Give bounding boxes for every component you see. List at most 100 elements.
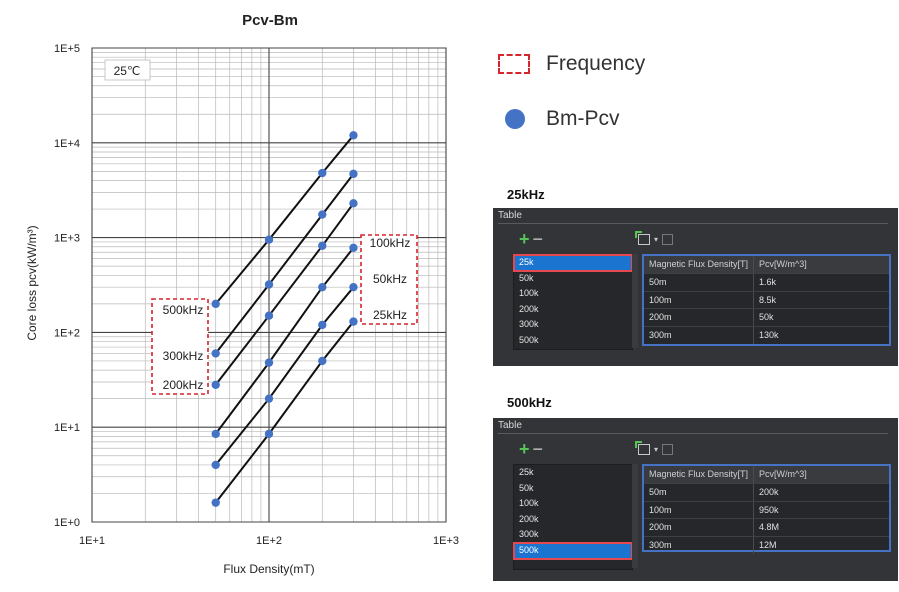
y-tick-label: 1E+0 <box>54 517 80 529</box>
table-row[interactable]: 50m 1.6k <box>644 273 889 292</box>
add-frequency-button[interactable]: + <box>519 229 530 249</box>
frequency-item-300k[interactable]: 300k <box>519 529 539 540</box>
series-line-50kHz <box>214 286 355 466</box>
y-tick-label: 1E+4 <box>54 138 80 150</box>
y-axis-label: Core loss pcv(kW/m³) <box>25 225 39 340</box>
remove-frequency-button[interactable]: − <box>532 439 544 459</box>
data-point-300kHz <box>264 280 274 289</box>
legend-dashed-box-icon <box>498 54 530 74</box>
table-row[interactable]: 200m 50k <box>644 309 889 328</box>
cell-pcv[interactable]: 200k <box>759 486 779 497</box>
panel-divider <box>498 223 888 224</box>
table-row[interactable]: 100m 950k <box>644 501 889 520</box>
table-row[interactable]: 100m 8.5k <box>644 291 889 310</box>
cell-flux-density[interactable]: 300m <box>644 537 754 554</box>
frequency-item-300k[interactable]: 300k <box>519 319 539 330</box>
cell-pcv[interactable]: 12M <box>759 540 777 551</box>
delete-row-icon[interactable] <box>662 234 674 245</box>
frequency-list: 25k 50k 100k 200k 300k 500k <box>513 254 633 350</box>
temperature-label: 25℃ <box>114 64 141 78</box>
table-row[interactable]: 200m 4.8M <box>644 519 889 538</box>
cell-flux-density[interactable]: 200m <box>644 519 754 537</box>
series-layer <box>211 131 358 507</box>
cell-pcv[interactable]: 4.8M <box>759 522 780 533</box>
section-title-500k: 500kHz <box>507 395 552 410</box>
add-row-icon[interactable] <box>635 441 650 455</box>
column-header-flux-density[interactable]: Magnetic Flux Density[T] <box>644 256 754 273</box>
x-tick-label: 1E+3 <box>433 535 459 547</box>
table-row[interactable]: 50m 200k <box>644 483 889 502</box>
legend-points-label: Bm-Pcv <box>546 107 620 130</box>
column-header-pcv[interactable]: Pcv[W/m^3] <box>759 259 807 269</box>
legend-blue-dot-icon <box>505 109 525 129</box>
data-point-25kHz <box>264 429 274 439</box>
data-point-25kHz <box>211 498 220 507</box>
panel-divider <box>498 433 888 434</box>
data-point-100kHz <box>318 282 327 292</box>
remove-frequency-button[interactable]: − <box>532 229 544 249</box>
cell-flux-density[interactable]: 300m <box>644 327 754 344</box>
panel-title: Table <box>498 210 522 221</box>
chevron-down-icon[interactable]: ▾ <box>654 445 659 454</box>
data-point-500kHz <box>318 168 327 178</box>
data-point-500kHz <box>264 235 274 244</box>
cell-flux-density[interactable]: 200m <box>644 309 754 327</box>
data-point-50kHz <box>318 320 327 330</box>
cell-pcv[interactable]: 8.5k <box>759 294 777 305</box>
cell-pcv[interactable]: 1.6k <box>759 276 777 287</box>
annotation-box-left <box>151 298 209 395</box>
x-tick-label: 1E+1 <box>79 535 105 547</box>
annotation-box-right <box>360 234 418 325</box>
pane-splitter[interactable] <box>632 254 638 348</box>
cell-pcv[interactable]: 50k <box>759 312 774 323</box>
data-point-200kHz <box>349 199 358 208</box>
chevron-down-icon[interactable]: ▾ <box>654 235 659 244</box>
cell-flux-density[interactable]: 100m <box>644 291 754 309</box>
table-header: Magnetic Flux Density[T] Pcv[W/m^3] <box>644 256 889 274</box>
cell-flux-density[interactable]: 50m <box>644 273 754 291</box>
column-header-pcv[interactable]: Pcv[W/m^3] <box>759 469 807 479</box>
data-point-50kHz <box>211 460 220 470</box>
data-table: Magnetic Flux Density[T] Pcv[W/m^3] 50m … <box>642 464 891 554</box>
series-line-100kHz <box>214 247 355 435</box>
cell-pcv[interactable]: 950k <box>759 504 779 515</box>
table-row[interactable]: 300m 12M <box>644 537 889 554</box>
frequency-item-50k[interactable]: 50k <box>519 272 534 283</box>
frequency-item-500k[interactable]: 500k <box>513 541 633 560</box>
series-line-500kHz <box>214 134 355 305</box>
y-tick-label: 1E+3 <box>54 233 80 245</box>
legend-points: Bm-Pcv <box>498 107 620 131</box>
cell-flux-density[interactable]: 50m <box>644 483 754 501</box>
frequency-item-100k[interactable]: 100k <box>519 288 539 299</box>
annotation-label: 100kHz <box>370 236 411 250</box>
frequency-item-50k[interactable]: 50k <box>519 482 534 493</box>
data-point-300kHz <box>318 210 327 219</box>
frequency-item-500k[interactable]: 500k <box>519 334 539 345</box>
frequency-item-200k[interactable]: 200k <box>519 303 539 314</box>
data-point-100kHz <box>264 358 274 367</box>
y-tick-label: 1E+5 <box>54 43 80 55</box>
pane-splitter[interactable] <box>632 464 638 568</box>
data-point-500kHz <box>211 299 220 309</box>
x-axis-label: Flux Density(mT) <box>223 562 314 576</box>
add-frequency-button[interactable]: + <box>519 439 530 459</box>
frequency-item-25k[interactable]: 25k <box>513 254 633 272</box>
column-header-flux-density[interactable]: Magnetic Flux Density[T] <box>644 466 754 483</box>
data-table: Magnetic Flux Density[T] Pcv[W/m^3] 50m … <box>642 254 891 346</box>
data-point-300kHz <box>349 169 358 179</box>
delete-row-icon[interactable] <box>662 444 674 455</box>
table-row[interactable]: 300m 130k <box>644 327 889 344</box>
frequency-item-100k[interactable]: 100k <box>519 498 539 509</box>
annotation-label: 500kHz <box>163 303 204 317</box>
frequency-item-25k[interactable]: 25k <box>519 467 534 477</box>
table-header: Magnetic Flux Density[T] Pcv[W/m^3] <box>644 466 889 484</box>
legend-frequency: Frequency <box>498 52 645 76</box>
data-point-25kHz <box>349 317 358 326</box>
data-point-200kHz <box>264 311 274 320</box>
add-row-icon[interactable] <box>635 231 650 245</box>
cell-flux-density[interactable]: 100m <box>644 501 754 519</box>
frequency-item-200k[interactable]: 200k <box>519 513 539 524</box>
cell-pcv[interactable]: 130k <box>759 330 779 341</box>
